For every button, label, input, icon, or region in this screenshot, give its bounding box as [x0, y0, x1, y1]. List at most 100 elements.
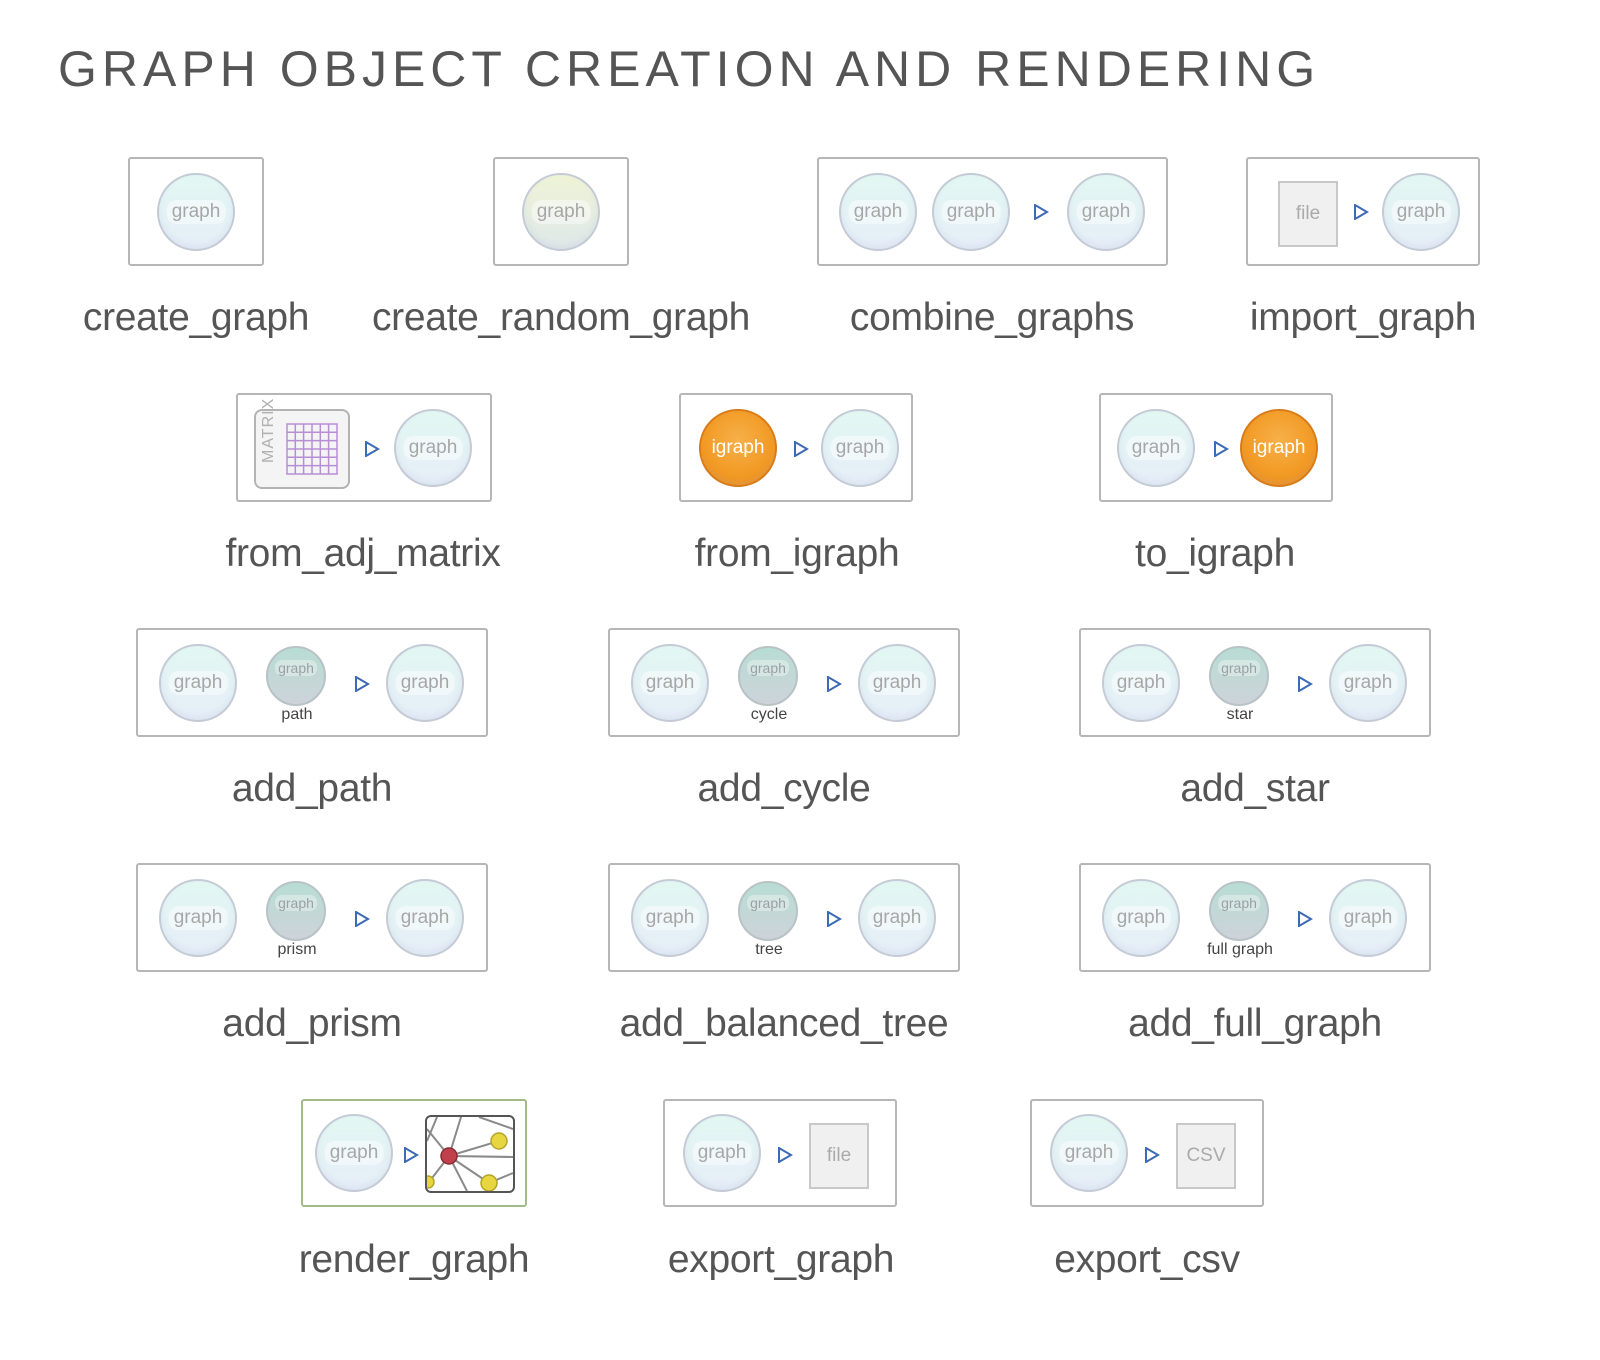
node-label: graph — [324, 1141, 384, 1165]
graph-node-icon: graph — [386, 644, 464, 722]
node-label: graph — [1338, 671, 1398, 695]
graph-node-icon: graph — [631, 644, 709, 722]
node-label: graph — [168, 906, 228, 930]
function-label: combine_graphs — [849, 296, 1135, 339]
node-label: graph — [531, 200, 591, 224]
function-label: create_graph — [82, 296, 310, 339]
function-label: add_prism — [222, 1002, 402, 1045]
structure-label: full graph — [1207, 941, 1273, 958]
function-label: from_adj_matrix — [225, 532, 501, 575]
graph-node-icon: graph — [631, 879, 709, 957]
node-label: graph — [640, 906, 700, 930]
node-label: graph — [1059, 1141, 1119, 1165]
small-graph-icon: graph — [1209, 646, 1269, 706]
node-label: graph — [395, 671, 455, 695]
diagram-panel: graph graph star graph — [1079, 628, 1431, 737]
csv-file-icon: CSV — [1176, 1123, 1236, 1189]
arrow-right-icon — [355, 911, 370, 927]
matrix-icon: MATRIX — [254, 398, 350, 489]
arrow-right-icon — [1034, 204, 1049, 220]
graph-node-icon: graph — [1117, 409, 1195, 487]
graph-node-icon: graph — [1329, 879, 1407, 957]
structure-label: path — [281, 706, 313, 723]
arrow-right-icon — [827, 911, 842, 927]
graph-node-icon: graph — [1050, 1114, 1128, 1192]
csv-label: CSV — [1186, 1145, 1226, 1166]
file-icon: file — [1278, 181, 1338, 247]
igraph-node-icon: igraph — [1240, 409, 1318, 487]
node-label: graph — [395, 906, 455, 930]
function-label: to_igraph — [1135, 532, 1295, 575]
arrow-right-icon — [827, 676, 842, 692]
node-label: igraph — [1252, 437, 1306, 458]
arrow-right-icon — [1298, 911, 1313, 927]
small-node-label: graph — [747, 895, 789, 912]
arrow-right-icon — [778, 1147, 793, 1163]
function-label: add_cycle — [697, 767, 871, 810]
random-graph-node-icon: graph — [522, 173, 600, 251]
graph-node-icon: graph — [683, 1114, 761, 1192]
function-label: import_graph — [1249, 296, 1477, 339]
function-label: render_graph — [298, 1238, 530, 1281]
node-label: graph — [848, 200, 908, 224]
node-label: graph — [1391, 200, 1451, 224]
graph-node-icon: graph — [1102, 879, 1180, 957]
small-node-label: graph — [747, 660, 789, 677]
node-label: graph — [1111, 671, 1171, 695]
diagram-panel: graph — [493, 157, 629, 266]
igraph-node-icon: igraph — [699, 409, 777, 487]
arrow-right-icon — [1354, 204, 1369, 220]
node-label: graph — [830, 436, 890, 460]
network-graph-icon — [427, 1117, 513, 1191]
file-icon: file — [809, 1123, 869, 1189]
small-graph-icon: graph — [1209, 881, 1269, 941]
graph-node-icon: graph — [932, 173, 1010, 251]
function-label: export_graph — [667, 1238, 895, 1281]
graph-node-icon: graph — [386, 879, 464, 957]
node-label: graph — [692, 1141, 752, 1165]
arrow-right-icon — [1214, 441, 1229, 457]
small-node-label: graph — [1218, 895, 1260, 912]
arrow-right-icon — [355, 676, 370, 692]
function-label: add_balanced_tree — [619, 1002, 949, 1045]
diagram-panel: graph graph tree graph — [608, 863, 960, 972]
node-label: graph — [1126, 436, 1186, 460]
graph-node-icon: graph — [1067, 173, 1145, 251]
graph-node-icon: graph — [157, 173, 235, 251]
graph-node-icon: graph — [821, 409, 899, 487]
function-label: add_full_graph — [1128, 1002, 1382, 1045]
graph-node-icon: graph — [159, 644, 237, 722]
diagram-panel: graph graph cycle graph — [608, 628, 960, 737]
graph-node-icon: graph — [1102, 644, 1180, 722]
matrix-label: MATRIX — [260, 397, 277, 463]
node-label: graph — [640, 671, 700, 695]
node-label: graph — [941, 200, 1001, 224]
function-label: create_random_graph — [371, 296, 751, 339]
small-graph-icon: graph — [266, 646, 326, 706]
small-node-label: graph — [275, 895, 317, 912]
arrow-right-icon — [794, 441, 809, 457]
diagram-panel: graph graph path graph — [136, 628, 488, 737]
graph-node-icon: graph — [858, 879, 936, 957]
structure-label: cycle — [750, 706, 788, 723]
diagram-panel: file graph — [1246, 157, 1480, 266]
arrow-right-icon — [365, 441, 380, 457]
small-node-label: graph — [275, 660, 317, 677]
diagram-panel: graph graph full graph graph — [1079, 863, 1431, 972]
diagram-panel: graph — [301, 1099, 527, 1207]
arrow-right-icon — [1145, 1147, 1160, 1163]
diagram-panel: graph graph prism graph — [136, 863, 488, 972]
small-graph-icon: graph — [738, 881, 798, 941]
structure-label: tree — [755, 941, 783, 958]
node-label: graph — [403, 436, 463, 460]
diagram-panel: graph file — [663, 1099, 897, 1207]
node-label: graph — [168, 671, 228, 695]
arrow-right-icon — [1298, 676, 1313, 692]
small-graph-icon: graph — [738, 646, 798, 706]
function-label: add_star — [1180, 767, 1330, 810]
structure-label: prism — [277, 941, 317, 958]
small-node-label: graph — [1218, 660, 1260, 677]
graph-node-icon: graph — [1382, 173, 1460, 251]
node-label: graph — [867, 906, 927, 930]
graph-node-icon: graph — [315, 1114, 393, 1192]
